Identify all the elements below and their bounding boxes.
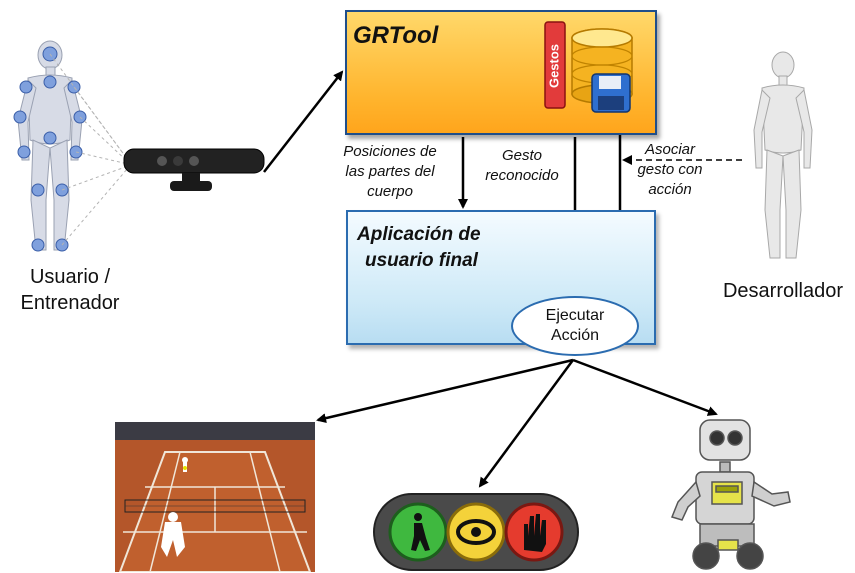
edge-label-associate-line3: acción bbox=[648, 181, 692, 198]
kinect-sensor-icon bbox=[123, 148, 265, 191]
edge-label-associate-line1: Asociar bbox=[644, 141, 696, 158]
user-label-line2: Entrenador bbox=[20, 292, 120, 314]
database-label: Gestos bbox=[546, 44, 561, 88]
execute-action-node: Ejecutar Acción bbox=[511, 296, 639, 356]
edge-label-positions: Posiciones de las partes del cuerpo bbox=[326, 142, 454, 202]
developer-figure-icon bbox=[753, 51, 813, 259]
user-figure-icon bbox=[13, 40, 128, 252]
application-title: Aplicación de usuario final bbox=[357, 222, 481, 274]
traffic-light-icon bbox=[373, 493, 579, 571]
grtool-title: GRTool bbox=[353, 22, 439, 49]
edge-label-gesture: Gesto reconocido bbox=[474, 146, 570, 186]
tennis-game-icon bbox=[115, 422, 315, 572]
edge-label-gesture-line2: reconocido bbox=[485, 167, 559, 184]
edge-label-gesture-line1: Gesto bbox=[501, 147, 543, 164]
arrow-to-robot bbox=[572, 358, 718, 416]
robot-icon bbox=[670, 419, 791, 570]
arrow-to-traffic bbox=[478, 359, 575, 488]
arrow-to-tennis bbox=[316, 358, 574, 424]
application-title-line2: usuario final bbox=[365, 250, 478, 271]
arrow-kinect-to-grtool bbox=[263, 70, 344, 173]
execute-action-line2: Acción bbox=[550, 327, 599, 344]
user-label: Usuario / Entrenador bbox=[0, 264, 140, 316]
database-icon: Gestos bbox=[544, 21, 633, 113]
edge-label-positions-line3: cuerpo bbox=[367, 183, 413, 200]
edge-label-positions-line2: las partes del bbox=[345, 163, 435, 180]
developer-label: Desarrollador bbox=[722, 280, 844, 302]
edge-label-associate: Asociar gesto con acción bbox=[622, 140, 718, 200]
application-title-line1: Aplicación de bbox=[357, 224, 481, 245]
edge-label-associate-line2: gesto con bbox=[637, 161, 703, 178]
edge-label-positions-line1: Posiciones de bbox=[343, 143, 437, 160]
execute-action-line1: Ejecutar bbox=[545, 307, 605, 324]
user-label-line1: Usuario / bbox=[29, 266, 111, 288]
